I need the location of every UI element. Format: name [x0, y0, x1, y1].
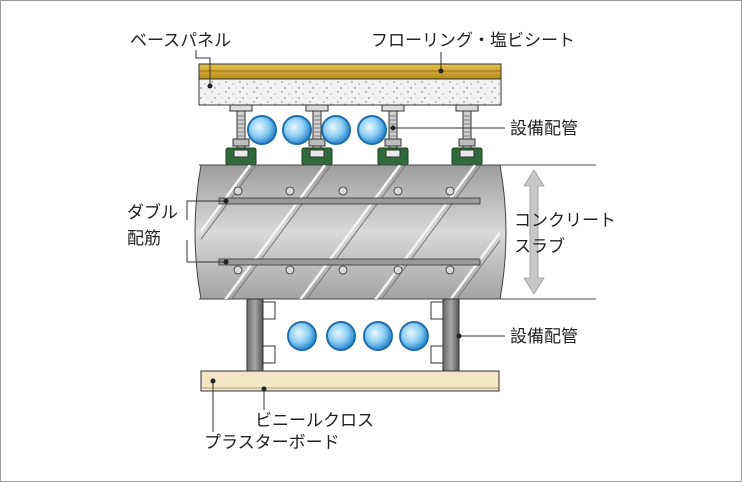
- support-bolt: [451, 104, 483, 166]
- flooring-layer: [198, 63, 502, 80]
- upper-equipment-pipes: [247, 115, 387, 145]
- base-panel-layer: [198, 78, 502, 106]
- label-equipment-pipe-top: 設備配管: [510, 119, 578, 139]
- pipe: [326, 321, 356, 351]
- support-bolt: [225, 104, 257, 166]
- lower-equipment-pipes: [287, 321, 429, 351]
- label-base-panel: ベースパネル: [130, 31, 231, 51]
- label-plasterboard: プラスターボード: [204, 433, 340, 453]
- pipe: [287, 321, 317, 351]
- label-double-rebar-line2: 配筋: [127, 229, 161, 249]
- rebar-lower: [218, 258, 481, 266]
- label-vinyl-cloth: ビニールクロス: [255, 411, 374, 431]
- pipe: [282, 115, 312, 145]
- label-concrete-slab-line1: コンクリート: [514, 211, 616, 231]
- pipe: [363, 321, 393, 351]
- rebar-upper: [218, 197, 481, 205]
- pipe: [247, 115, 277, 145]
- pipe: [321, 115, 351, 145]
- pipe: [357, 115, 387, 145]
- plasterboard-layer: [200, 370, 500, 392]
- floor-support-bolts: [225, 104, 483, 166]
- label-flooring: フローリング・塩ビシート: [371, 31, 575, 51]
- slab-thickness-arrow: [523, 169, 545, 295]
- pipe: [399, 321, 429, 351]
- label-double-rebar-line1: ダブル: [127, 202, 178, 223]
- label-equipment-pipe-bottom: 設備配管: [510, 327, 578, 347]
- support-bolt: [301, 104, 333, 166]
- concrete-slab: [194, 164, 507, 300]
- label-concrete-slab-line2: スラブ: [514, 236, 565, 257]
- leader-lines: [186, 50, 505, 432]
